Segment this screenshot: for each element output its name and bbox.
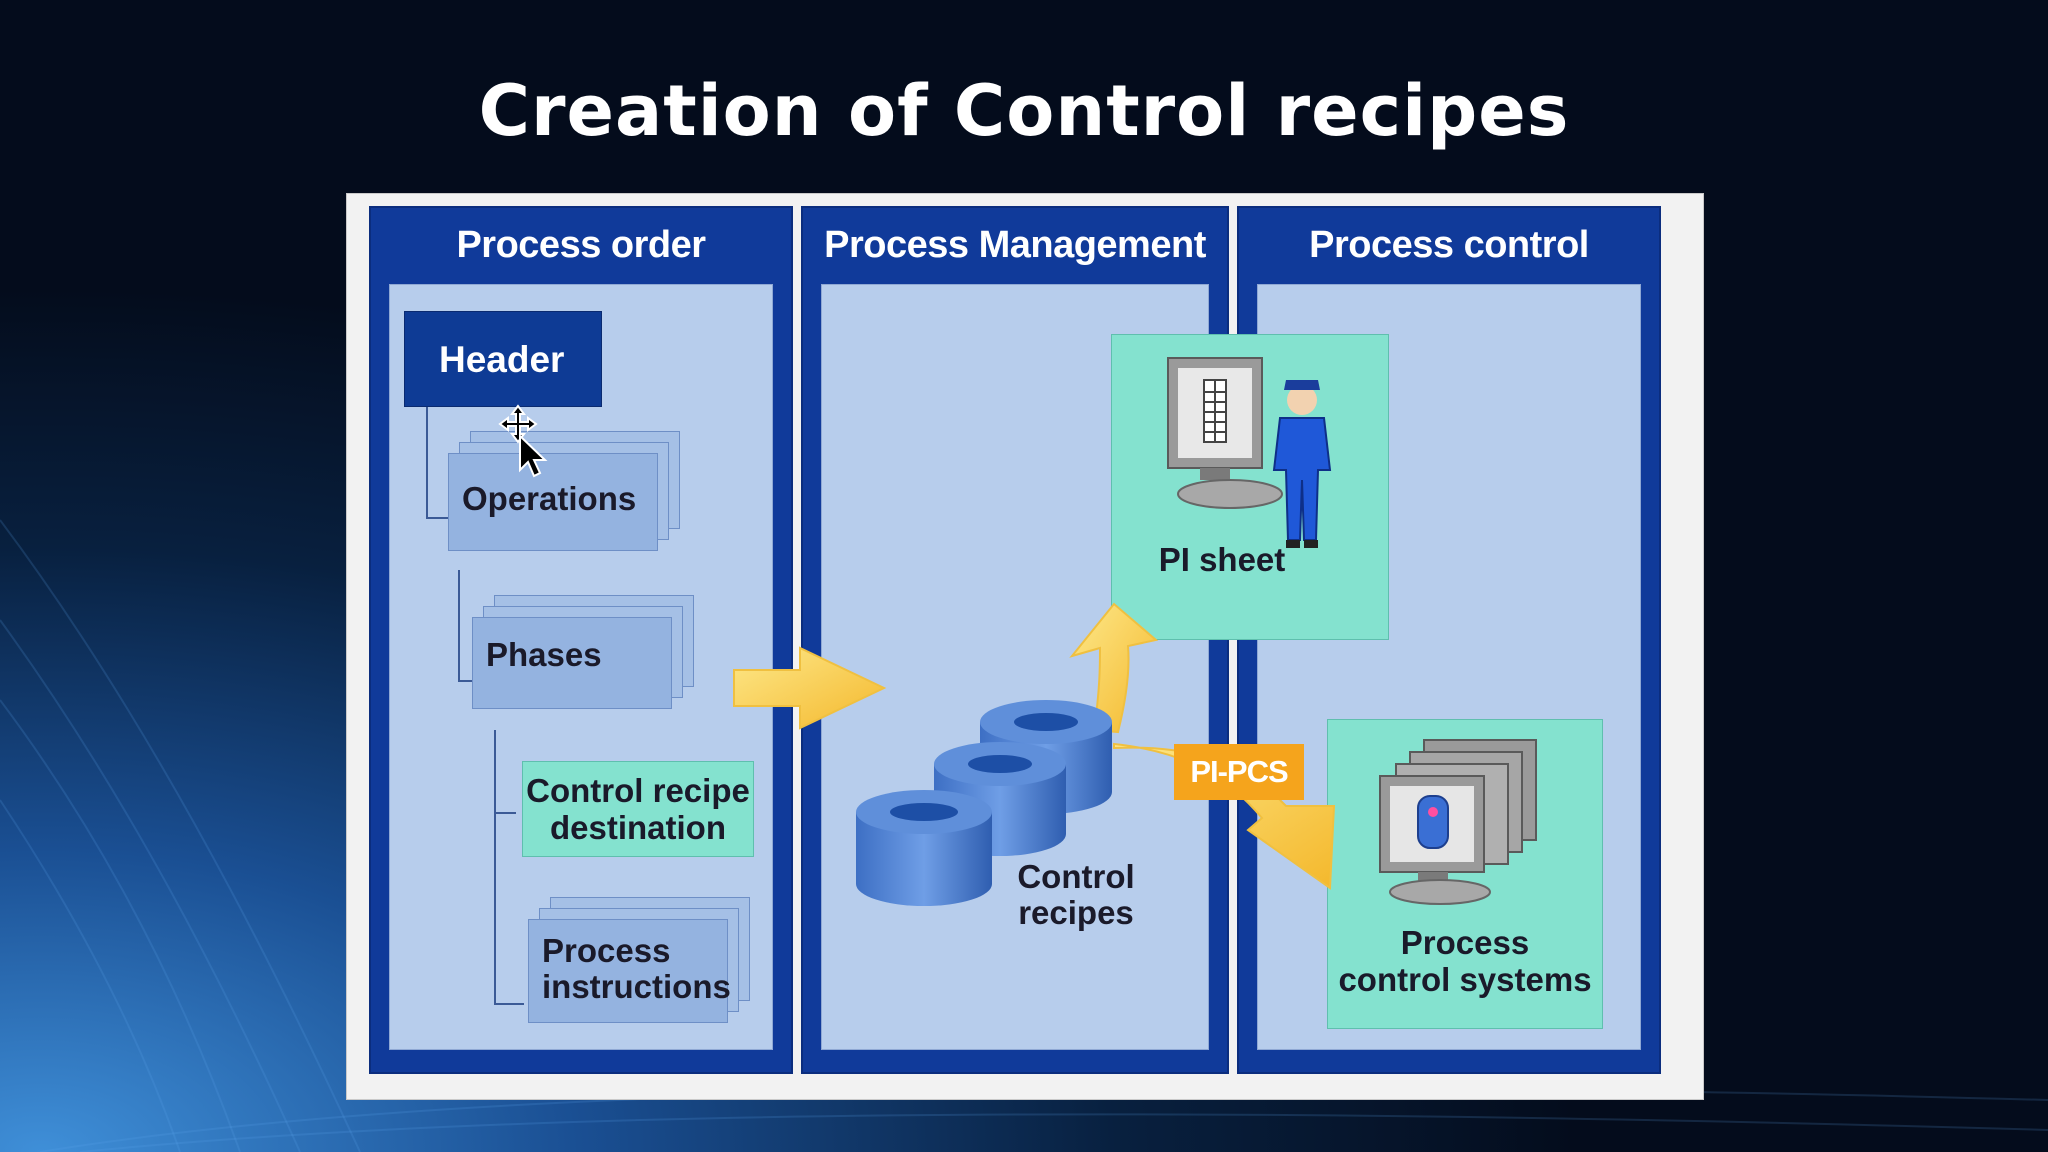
process-control-systems-box: Process control systems bbox=[1327, 719, 1603, 1029]
pi-sheet-box: PI sheet bbox=[1111, 334, 1389, 640]
header-box: Header bbox=[404, 311, 602, 407]
control-recipe-destination-line-2: destination bbox=[549, 809, 726, 846]
process-control-systems-line-2: control systems bbox=[1338, 961, 1592, 998]
phases-stack: Phases bbox=[472, 595, 694, 709]
column-panel-process-order: Header Operations Phases Control recipe bbox=[389, 284, 773, 1050]
stack-sheet bbox=[528, 919, 728, 1023]
control-recipes-line-2: recipes bbox=[1018, 894, 1134, 931]
process-instructions-line-1: Process bbox=[542, 932, 671, 969]
operations-label: Operations bbox=[462, 480, 637, 517]
process-instructions-line-2: instructions bbox=[542, 968, 731, 1005]
tree-connector bbox=[426, 405, 450, 519]
operations-stack: Operations bbox=[448, 431, 680, 551]
stack-sheet bbox=[472, 617, 672, 709]
pi-pcs-badge: PI-PCS bbox=[1174, 744, 1304, 800]
tree-connector bbox=[494, 805, 524, 1005]
column-process-order: Process order Header Operations bbox=[369, 206, 793, 1074]
phases-label: Phases bbox=[486, 636, 602, 673]
process-instructions-stack: Process instructions bbox=[528, 897, 750, 1023]
control-recipe-destination-box: Control recipe destination bbox=[522, 761, 754, 857]
process-control-systems-line-1: Process bbox=[1400, 924, 1530, 961]
stack-sheet bbox=[448, 453, 658, 551]
slide-title: Creation of Control recipes bbox=[478, 70, 1570, 152]
control-recipe-destination-line-1: Control recipe bbox=[526, 772, 750, 809]
tree-connector bbox=[458, 570, 472, 682]
column-title-process-order: Process order bbox=[456, 224, 706, 266]
column-title-process-control: Process control bbox=[1309, 224, 1589, 266]
header-label: Header bbox=[439, 339, 565, 380]
column-title-process-management: Process Management bbox=[824, 224, 1206, 266]
pi-sheet-label: PI sheet bbox=[1158, 541, 1286, 578]
tree-connector bbox=[494, 730, 516, 814]
diagram-frame: Process order Header Operations bbox=[346, 193, 1704, 1100]
control-recipes-line-1: Control bbox=[1017, 858, 1135, 895]
